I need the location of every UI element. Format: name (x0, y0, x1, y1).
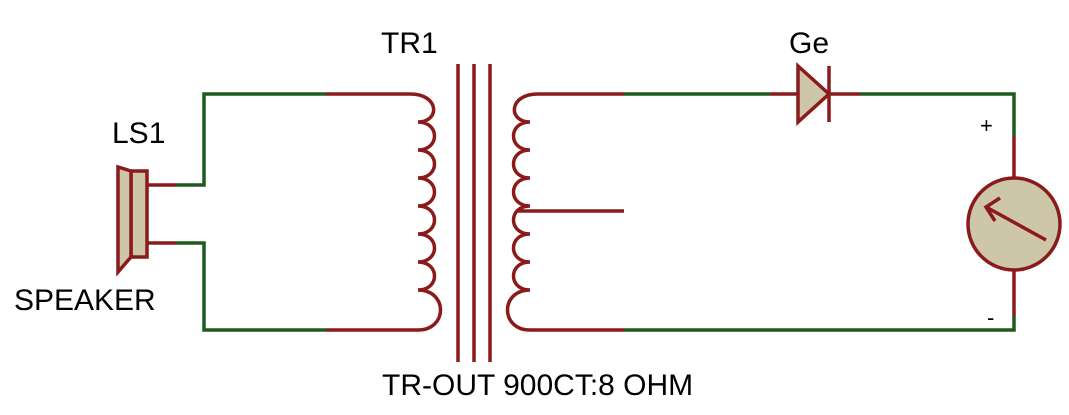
diode-name-label: Ge (789, 27, 829, 60)
speaker-name-label: SPEAKER (14, 284, 156, 317)
meter-needle-head (983, 196, 1001, 222)
transformer-symbol (409, 64, 624, 362)
right-wires (624, 92, 1016, 332)
meter-needle (985, 205, 1047, 242)
transformer-ref-label: TR1 (381, 27, 438, 60)
meter-plus-label: + (980, 113, 993, 138)
left-top-wire (176, 92, 326, 187)
diode-symbol (796, 62, 832, 126)
speaker-cone (116, 164, 133, 277)
right-top-wire-b (860, 92, 1016, 136)
speaker-ref-label: LS1 (112, 117, 165, 150)
right-bottom-wire (624, 316, 1016, 332)
speaker-symbol (116, 164, 149, 277)
primary-winding (409, 92, 443, 332)
meter-symbol (966, 176, 1062, 272)
transformer-name-label: TR-OUT 900CT:8 OHM (382, 369, 693, 402)
speaker-magnet (129, 169, 149, 259)
meter-minus-label: - (987, 305, 994, 330)
left-bottom-wire (176, 241, 326, 332)
left-wires (147, 92, 418, 332)
secondary-winding (505, 92, 539, 332)
diode-triangle (796, 62, 832, 126)
